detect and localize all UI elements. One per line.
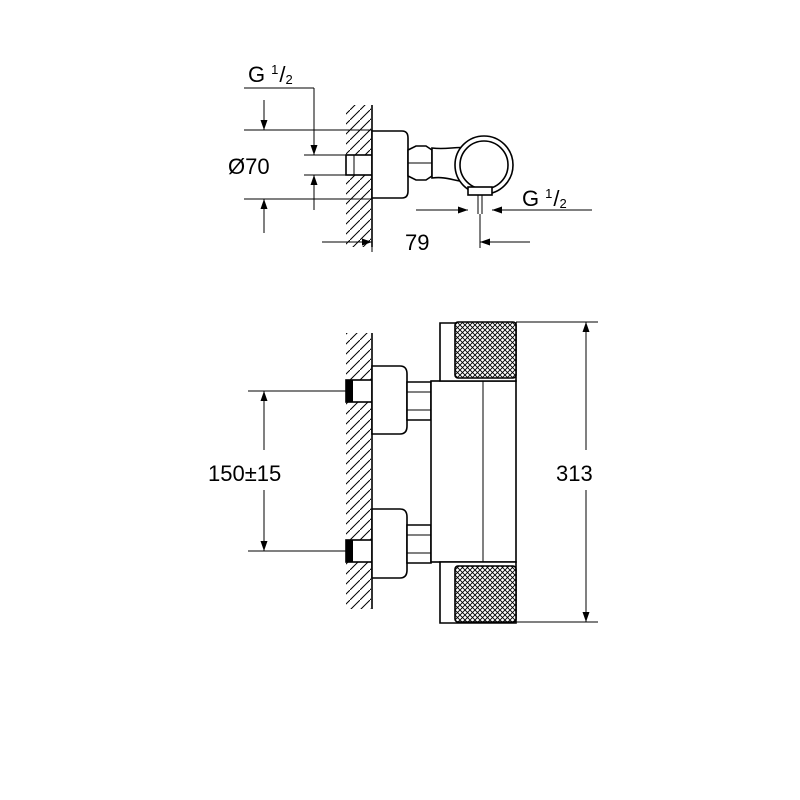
spacing-label: 150±15 <box>208 461 281 486</box>
ring-holder-outer <box>454 135 514 195</box>
wall-section-front <box>346 333 371 609</box>
height-label: 313 <box>556 461 593 486</box>
upper-rosette <box>371 365 408 435</box>
outlet-stub-top <box>467 186 493 196</box>
lower-hex-nut <box>406 524 432 564</box>
front-view: 150±15 313 <box>208 321 598 624</box>
upper-knurled-handle <box>454 321 517 379</box>
rosette-top <box>371 130 409 199</box>
projection-label: 79 <box>405 230 429 255</box>
lower-knurled-handle <box>454 565 517 623</box>
diameter-label: Ø70 <box>228 154 270 179</box>
upper-hex-nut <box>406 381 432 421</box>
valve-body <box>430 380 517 563</box>
wall-section-top <box>346 105 371 247</box>
lower-rosette <box>371 508 408 579</box>
inlet-stub-top <box>345 154 373 176</box>
